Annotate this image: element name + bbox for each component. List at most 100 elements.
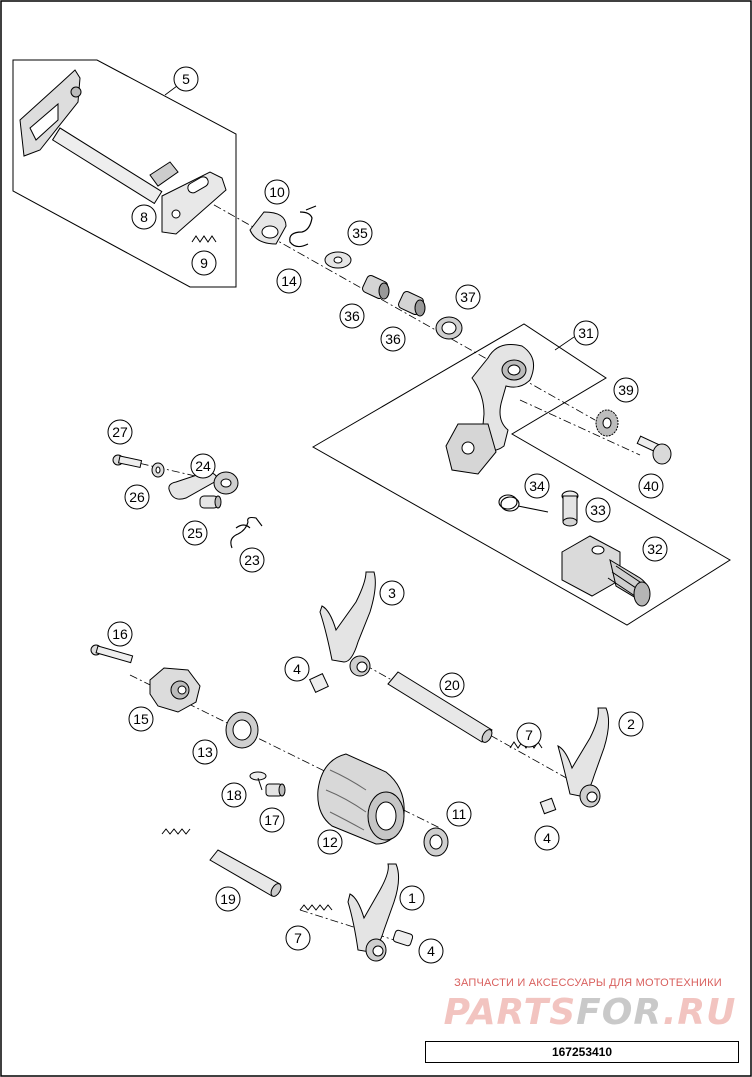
watermark-logo-ru: .RU (662, 992, 737, 1033)
part-washer-35 (324, 251, 352, 269)
callout-23-label: 23 (244, 552, 260, 568)
callout-3: 3 (379, 580, 405, 606)
callout-35: 35 (347, 220, 373, 246)
callout-4c-label: 4 (427, 943, 435, 959)
callout-4a: 4 (284, 656, 310, 682)
callout-32: 32 (642, 536, 668, 562)
callout-33: 33 (585, 497, 611, 523)
part-bearing-11 (423, 827, 449, 857)
part-bearing-13 (225, 711, 259, 749)
part-bush-25 (199, 495, 222, 509)
callout-15-label: 15 (133, 711, 149, 727)
callout-26: 26 (124, 484, 150, 510)
callout-39: 39 (613, 377, 639, 403)
callout-9: 9 (191, 250, 217, 276)
part-shift-fork-2 (557, 707, 610, 808)
watermark-logo-for: FOR (576, 992, 663, 1033)
callout-27-label: 27 (112, 424, 128, 440)
callout-17: 17 (259, 807, 285, 833)
part-needle-bearing-a (362, 275, 390, 300)
callout-37-label: 37 (460, 289, 476, 305)
part-fork-rail-20 (387, 671, 493, 743)
callout-7a: 7 (516, 722, 542, 748)
callout-25-label: 25 (187, 525, 203, 541)
group-box-shift-shaft (12, 59, 237, 288)
callout-12-label: 12 (322, 834, 338, 850)
callout-2-label: 2 (627, 716, 635, 732)
callout-24: 24 (190, 453, 216, 479)
callout-25: 25 (182, 520, 208, 546)
part-bush (249, 211, 287, 245)
callout-16-label: 16 (112, 626, 128, 642)
callout-19: 19 (215, 886, 241, 912)
part-bolt-27 (112, 454, 143, 469)
part-seal-ring-37 (435, 316, 463, 340)
callout-14-label: 14 (281, 273, 297, 289)
part-flange-bolt-40 (636, 435, 672, 465)
callout-37: 37 (455, 284, 481, 310)
callout-8: 8 (131, 204, 157, 230)
callout-1-label: 1 (408, 890, 416, 906)
callout-18: 18 (221, 782, 247, 808)
part-torsion-spring-34 (498, 494, 549, 513)
callout-36b-label: 36 (385, 331, 401, 347)
callout-group: 5 8 9 10 14 35 36 36 37 31 39 40 34 33 3… (107, 66, 668, 964)
callout-40-label: 40 (643, 478, 659, 494)
part-spring-23 (230, 516, 263, 549)
callout-39-label: 39 (618, 382, 634, 398)
callout-34-label: 34 (529, 478, 545, 494)
part-locking-lever-24 (168, 471, 239, 500)
callout-33-label: 33 (590, 502, 606, 518)
callout-17-label: 17 (264, 812, 280, 828)
callout-31: 31 (573, 320, 599, 346)
part-fork-rail-19 (209, 849, 282, 897)
callout-18-label: 18 (226, 787, 242, 803)
callout-36b: 36 (380, 326, 406, 352)
callout-13: 13 (192, 739, 218, 765)
callout-24-label: 24 (195, 458, 211, 474)
callout-9-label: 9 (200, 255, 208, 271)
part-toothed-washer (595, 409, 619, 437)
callout-20: 20 (439, 672, 465, 698)
part-needle-bearing-b (398, 291, 426, 317)
callout-4b-label: 4 (543, 830, 551, 846)
callout-23: 23 (239, 547, 265, 573)
callout-15: 15 (128, 706, 154, 732)
callout-7b-label: 7 (294, 930, 302, 946)
callout-4c: 4 (418, 938, 444, 964)
part-shift-fork-3 (319, 571, 376, 677)
part-spring-7b (299, 904, 333, 911)
callout-5: 5 (173, 66, 199, 92)
part-spring-small (191, 235, 217, 243)
part-screw-16 (90, 644, 134, 664)
watermark-caption: ЗАПЧАСТИ И АКСЕССУАРЫ ДЛЯ МОТОТЕХНИКИ (454, 977, 722, 989)
callout-27: 27 (107, 419, 133, 445)
part-shift-fork-1 (347, 863, 400, 962)
callout-36a: 36 (339, 303, 365, 329)
part-roller-4c (392, 929, 414, 947)
callout-36a-label: 36 (344, 308, 360, 324)
callout-11-label: 11 (452, 806, 467, 822)
part-lever-plate (161, 171, 227, 235)
callout-31-label: 31 (578, 325, 594, 341)
callout-7b: 7 (285, 925, 311, 951)
part-spring-lower (161, 828, 191, 835)
part-roller-4a (309, 673, 329, 693)
callout-5-label: 5 (182, 71, 190, 87)
callout-16: 16 (107, 621, 133, 647)
callout-3-label: 3 (388, 585, 396, 601)
group-box-shift-lever (311, 323, 731, 626)
part-screw-18 (249, 771, 267, 791)
callout-4a-label: 4 (293, 661, 301, 677)
callout-14: 14 (276, 268, 302, 294)
callout-20-label: 20 (444, 677, 460, 693)
part-pin-17 (265, 783, 286, 797)
watermark-logo: PARTSFOR.RU (440, 992, 740, 1033)
callout-11: 11 (446, 801, 472, 827)
callout-4b: 4 (534, 825, 560, 851)
callout-34: 34 (524, 473, 550, 499)
callout-12: 12 (317, 829, 343, 855)
